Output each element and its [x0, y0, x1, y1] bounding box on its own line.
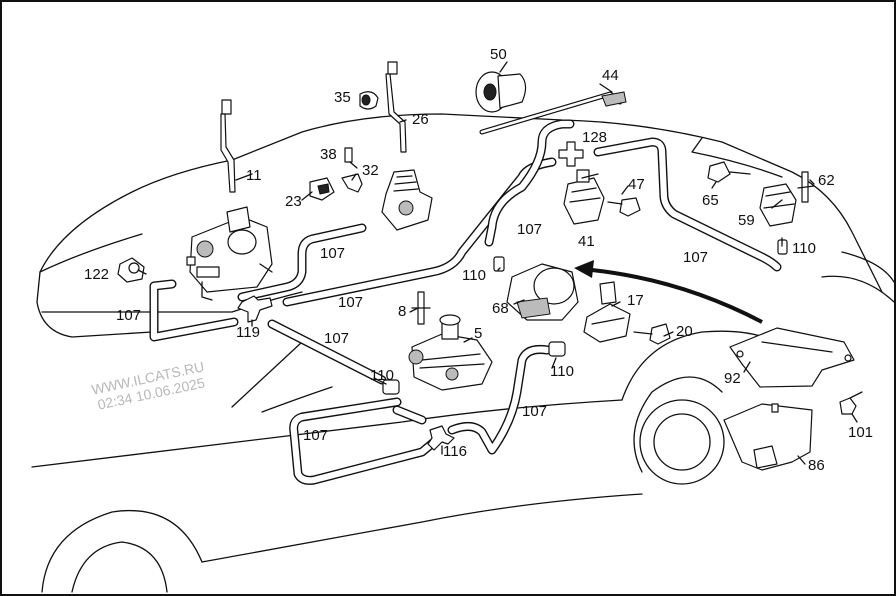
connectors — [237, 141, 788, 451]
callout-122: 122 — [84, 266, 110, 283]
callout-110-c: 110 — [550, 363, 574, 380]
part-35-cap — [359, 91, 379, 110]
callout-50: 50 — [490, 46, 507, 63]
part-101-bolt — [839, 391, 863, 415]
part-68-pump — [506, 263, 579, 321]
callout-5: 5 — [474, 325, 483, 342]
arrow-head — [574, 260, 594, 278]
callout-59: 59 — [738, 212, 755, 229]
leader-lines — [137, 61, 858, 465]
part-5-vacuum-unit — [408, 291, 493, 391]
callout-107-g: 107 — [522, 403, 548, 420]
callout-128: 128 — [582, 129, 608, 146]
part-vacuum-unit-left — [186, 206, 273, 301]
vacuum-hoses — [149, 119, 782, 485]
direction-arrow — [591, 268, 763, 324]
callout-17: 17 — [627, 292, 644, 309]
callout-116: 116 — [443, 443, 467, 460]
callout-92: 92 — [724, 370, 741, 387]
callout-65: 65 — [702, 192, 719, 209]
callout-107-b: 107 — [320, 245, 346, 262]
callout-41: 41 — [578, 233, 595, 250]
part-50-damper — [475, 71, 527, 113]
callout-32: 32 — [362, 162, 379, 179]
callout-119: 119 — [236, 324, 260, 341]
callout-23: 23 — [285, 193, 302, 210]
callout-107-a: 107 — [517, 221, 543, 238]
callout-107-e: 107 — [116, 307, 142, 324]
callout-62: 62 — [818, 172, 835, 189]
part-92-cover — [729, 327, 855, 388]
callout-8: 8 — [398, 303, 407, 320]
car-body-outline — [31, 113, 894, 593]
callout-38: 38 — [320, 146, 337, 163]
callout-26: 26 — [412, 111, 429, 128]
callout-110-a: 110 — [792, 240, 816, 257]
callout-107-c: 107 — [683, 249, 709, 266]
part-17-valve — [583, 281, 671, 345]
part-86-cover — [723, 403, 813, 471]
callout-107-d: 107 — [338, 294, 364, 311]
callout-11: 11 — [246, 167, 262, 184]
part-26-rod-and-switchover-unit — [381, 61, 433, 231]
callout-68: 68 — [492, 300, 509, 317]
callout-47: 47 — [628, 176, 645, 193]
callout-107-h: 107 — [303, 427, 329, 444]
part-11-rod — [220, 99, 236, 193]
callout-110-b: 110 — [462, 267, 486, 284]
part-41-valve — [563, 169, 641, 225]
callout-107-f: 107 — [324, 330, 350, 347]
vacuum-line-44 — [479, 91, 627, 135]
callout-44: 44 — [602, 67, 619, 84]
callout-20: 20 — [676, 323, 693, 340]
callout-86: 86 — [808, 457, 825, 474]
callout-110-d: 110 — [370, 367, 394, 384]
part-122-clip — [117, 257, 145, 283]
callout-101: 101 — [848, 424, 874, 441]
part-59-valve-and-fasteners — [707, 161, 815, 227]
callout-35: 35 — [334, 89, 351, 106]
